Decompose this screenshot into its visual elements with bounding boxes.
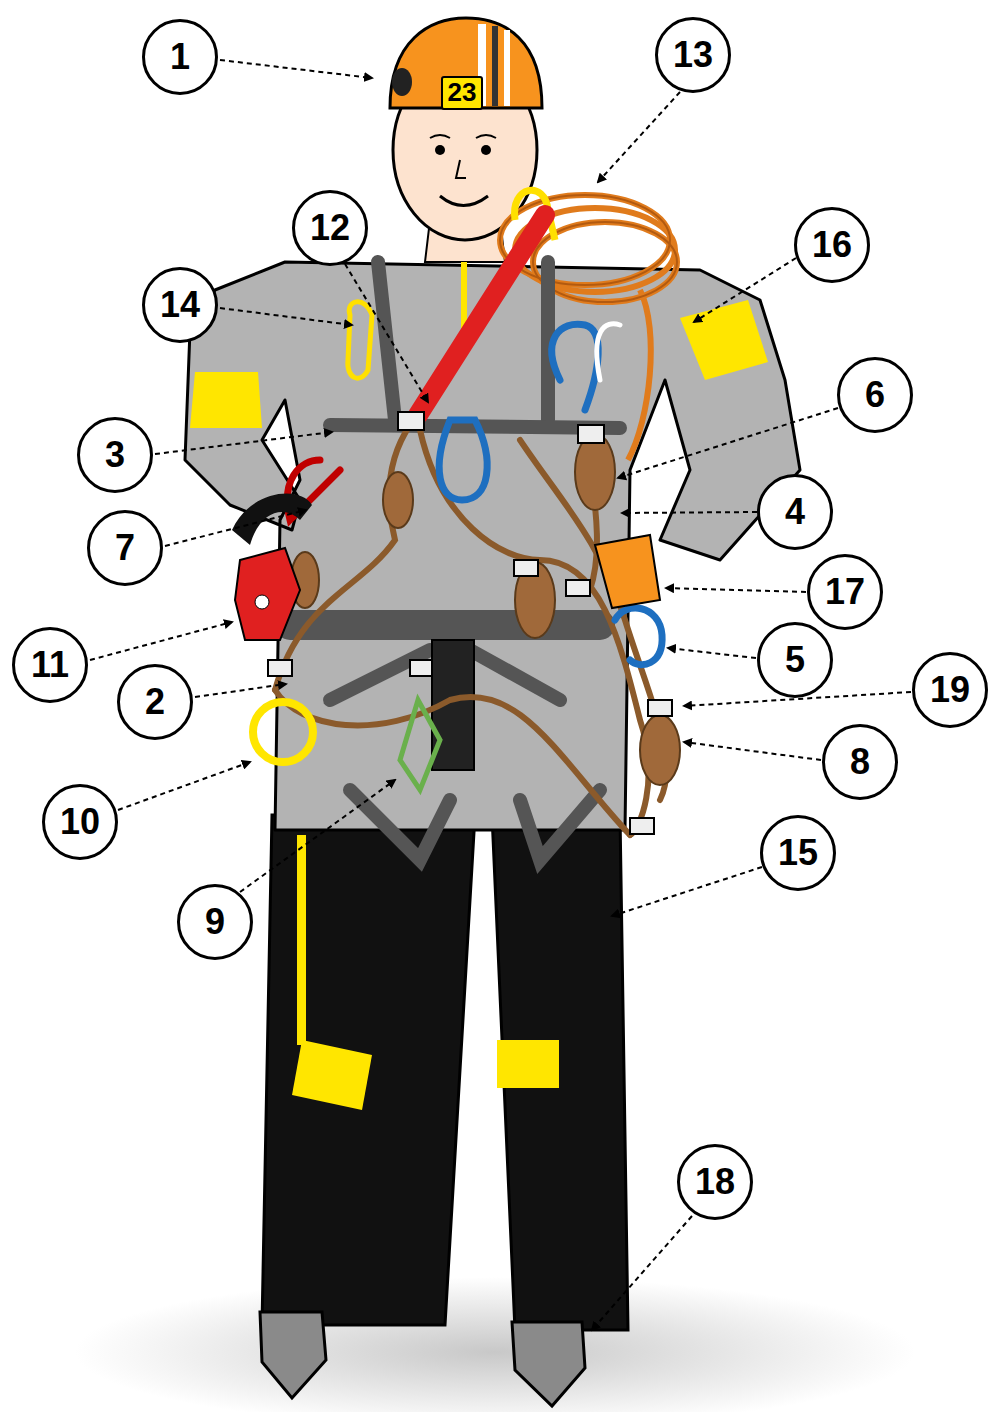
callout-number: 5 <box>757 622 833 698</box>
callout-number: 12 <box>292 190 368 266</box>
callout-number: 10 <box>42 784 118 860</box>
callout-number: 6 <box>837 357 913 433</box>
callout-number: 15 <box>760 815 836 891</box>
helmet-number: 23 <box>441 76 484 109</box>
callout-number: 7 <box>87 510 163 586</box>
callout-number: 14 <box>142 267 218 343</box>
callout-number: 19 <box>912 652 988 728</box>
callout-number: 11 <box>12 627 88 703</box>
callout-number: 13 <box>655 17 731 93</box>
callout-number: 9 <box>177 884 253 960</box>
callout-number: 17 <box>807 554 883 630</box>
callout-number: 1 <box>142 19 218 95</box>
callout-number: 4 <box>757 474 833 550</box>
callout-number: 18 <box>677 1144 753 1220</box>
callout-number: 16 <box>794 207 870 283</box>
callout-number: 2 <box>117 664 193 740</box>
callout-number: 8 <box>822 724 898 800</box>
callout-number: 3 <box>77 417 153 493</box>
